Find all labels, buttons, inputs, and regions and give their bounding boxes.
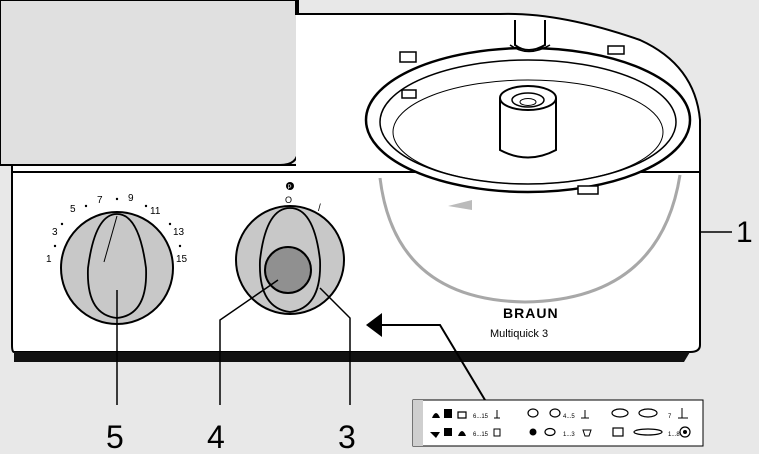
bowl-floor: [392, 79, 664, 185]
speed-label: 3: [52, 227, 58, 238]
speed-chart-card: 6...15 4...5 7 6...15 1...3 1...8: [412, 399, 704, 447]
base-shadow: [14, 352, 690, 362]
bread-icon: [611, 408, 629, 418]
callout-3-label: 3: [338, 419, 356, 454]
speed-label: 7: [97, 195, 103, 206]
pulse-symbol: P: [288, 185, 292, 191]
callout-4-label: 4: [207, 419, 225, 454]
rim-clip: [399, 51, 417, 63]
cake-icon: [612, 427, 624, 437]
food-icon: [444, 409, 452, 418]
chart-range-label: 6...15: [473, 414, 489, 420]
callout-5-label: 5: [106, 419, 124, 454]
chart-range-label: 6...15: [473, 432, 489, 438]
alignment-marker: [448, 200, 472, 210]
pointer-arrowhead: [366, 313, 382, 337]
speed-label: 11: [150, 206, 161, 217]
speed-scale: 1 3 5 7 9 11 13 15: [46, 193, 188, 265]
speed-label: 15: [176, 254, 188, 265]
speed-label: 5: [70, 204, 76, 215]
bowl-lower-outline: [378, 174, 682, 304]
callout-4-line: [219, 279, 279, 405]
on-symbol: /: [318, 203, 321, 214]
rim-clip: [577, 185, 599, 195]
speed-chart-tab: [413, 400, 423, 446]
off-symbol: O: [285, 195, 292, 205]
pulse-symbol-bg: [286, 182, 294, 190]
drive-shaft: [499, 98, 557, 159]
speed-label: 1: [46, 254, 52, 265]
pulse-button[interactable]: [264, 246, 312, 294]
row2-icons: 6...15 1...3 1...8: [430, 426, 691, 438]
rim-clip: [401, 89, 417, 99]
cup-icon: [493, 428, 501, 437]
rim-clip: [607, 45, 625, 55]
bowl-icon: [527, 408, 539, 418]
chart-range-label: 1...3: [563, 432, 575, 438]
bowl-neck: [514, 20, 546, 51]
row1-icons: 6...15 4...5 7: [432, 408, 688, 420]
chart-range-label: 7: [668, 414, 672, 420]
dough-icon: [633, 428, 663, 436]
upper-housing: [0, 0, 299, 166]
callout-3-line: [319, 287, 351, 405]
chart-range-label: 1...8: [668, 432, 680, 438]
speed-label: 9: [128, 193, 134, 204]
chart-range-label: 4...5: [563, 414, 575, 420]
tool-icon: [494, 410, 500, 419]
pointer-arrow-line: [378, 324, 486, 401]
brand-label: BRAUN: [503, 305, 559, 321]
speed-label: 13: [173, 227, 185, 238]
callout-1-label: 1: [736, 216, 753, 249]
blade-icon: [529, 428, 537, 436]
model-label: Multiquick 3: [490, 328, 548, 340]
